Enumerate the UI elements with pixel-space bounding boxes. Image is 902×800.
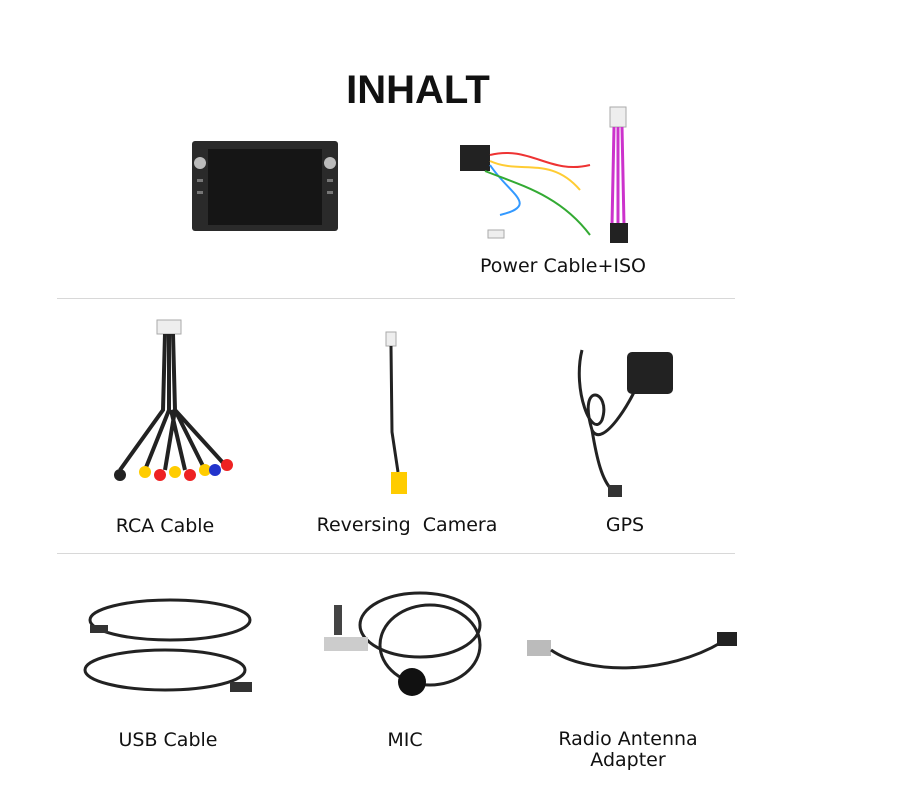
usb-cable-image xyxy=(83,598,252,692)
car-radio-head-unit-image xyxy=(192,141,338,231)
item-label-gps: GPS xyxy=(605,514,645,536)
item-label-radio-antenna-adapter: Radio Antenna Adapter xyxy=(558,728,698,771)
power-cable-iso-image xyxy=(460,106,628,243)
page-title: INHALT xyxy=(346,68,490,112)
reversing-camera-cable-image xyxy=(385,331,407,494)
item-label-mic: MIC xyxy=(387,729,423,751)
gps-antenna-image xyxy=(577,349,673,497)
item-label-power-cable: Power Cable+ISO xyxy=(480,255,646,277)
item-label-reversing-camera: Reversing Camera xyxy=(316,514,498,536)
microphone-image xyxy=(324,591,482,696)
item-label-usb-cable: USB Cable xyxy=(118,729,218,751)
radio-antenna-adapter-image xyxy=(527,632,737,670)
divider xyxy=(57,553,735,554)
rca-cable-image xyxy=(114,319,233,481)
divider xyxy=(57,298,735,299)
item-label-rca-cable: RCA Cable xyxy=(115,515,215,537)
